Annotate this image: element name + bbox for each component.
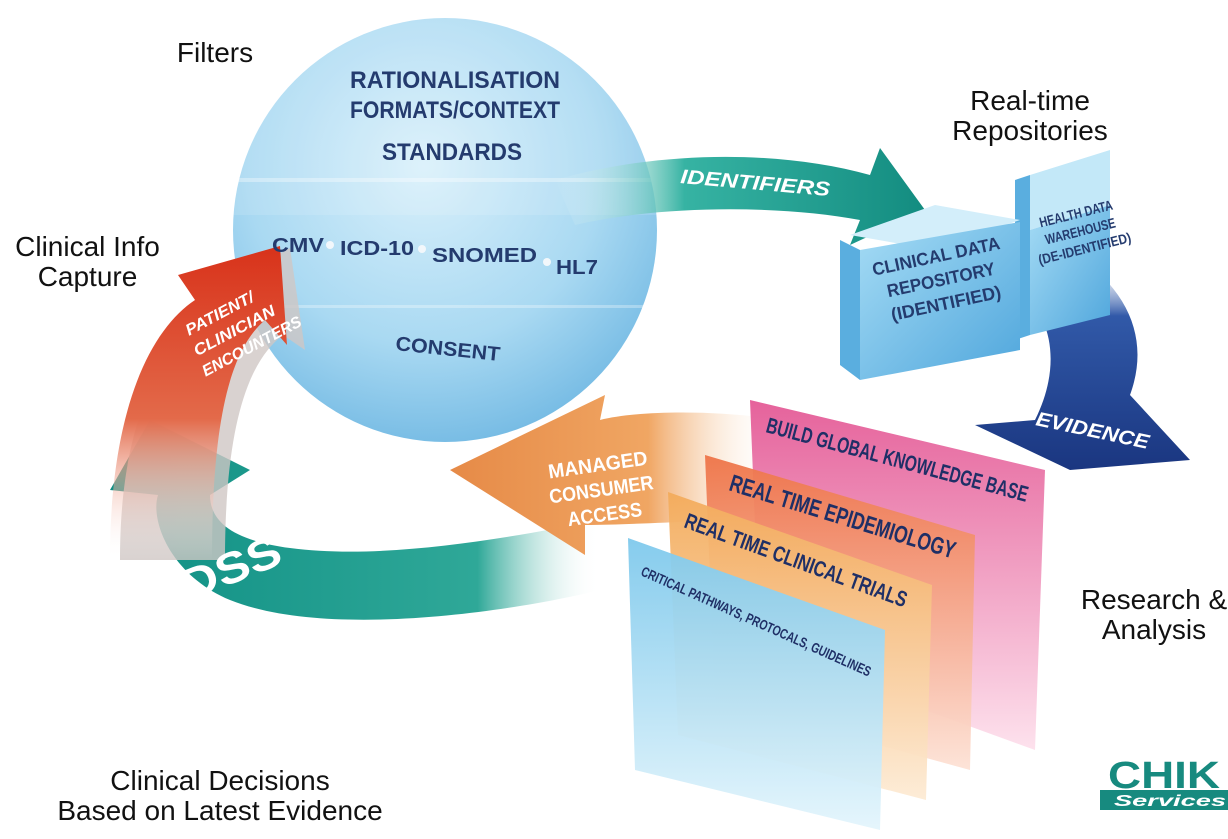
- circle-line1: RATIONALISATION: [350, 67, 560, 94]
- logo-bottom: Services: [1114, 793, 1226, 810]
- realtime-repositories-caption: Real-time Repositories: [952, 85, 1108, 146]
- health-data-warehouse-box: [1015, 150, 1110, 340]
- cdss-arrow: [110, 420, 600, 620]
- research-analysis-caption: Research & Analysis: [1080, 584, 1228, 645]
- clinical-info-capture-caption: Clinical Info Capture: [15, 231, 160, 292]
- standard-hl7: HL7: [556, 257, 598, 279]
- filters-circle: [233, 3, 657, 442]
- standard-cmv: CMV: [272, 235, 325, 257]
- chik-services-logo: CHIK Services: [1100, 755, 1228, 810]
- clinical-data-repository-box: [840, 205, 1020, 380]
- standard-icd10: ICD-10: [340, 238, 414, 260]
- panel-pathways: [628, 538, 885, 830]
- circle-line2: FORMATS/CONTEXT: [350, 97, 560, 124]
- encounters-arrow: [110, 246, 305, 560]
- evidence-arrow: [975, 250, 1190, 470]
- identifiers-arrow: [555, 148, 925, 245]
- clinical-decisions-caption: Clinical Decisions Based on Latest Evide…: [57, 765, 383, 826]
- standard-snomed: SNOMED: [432, 245, 537, 267]
- circle-line3: STANDARDS: [382, 139, 522, 166]
- circle-text: RATIONALISATION FORMATS/CONTEXT STANDARD…: [272, 67, 598, 366]
- filters-caption: Filters: [176, 37, 254, 68]
